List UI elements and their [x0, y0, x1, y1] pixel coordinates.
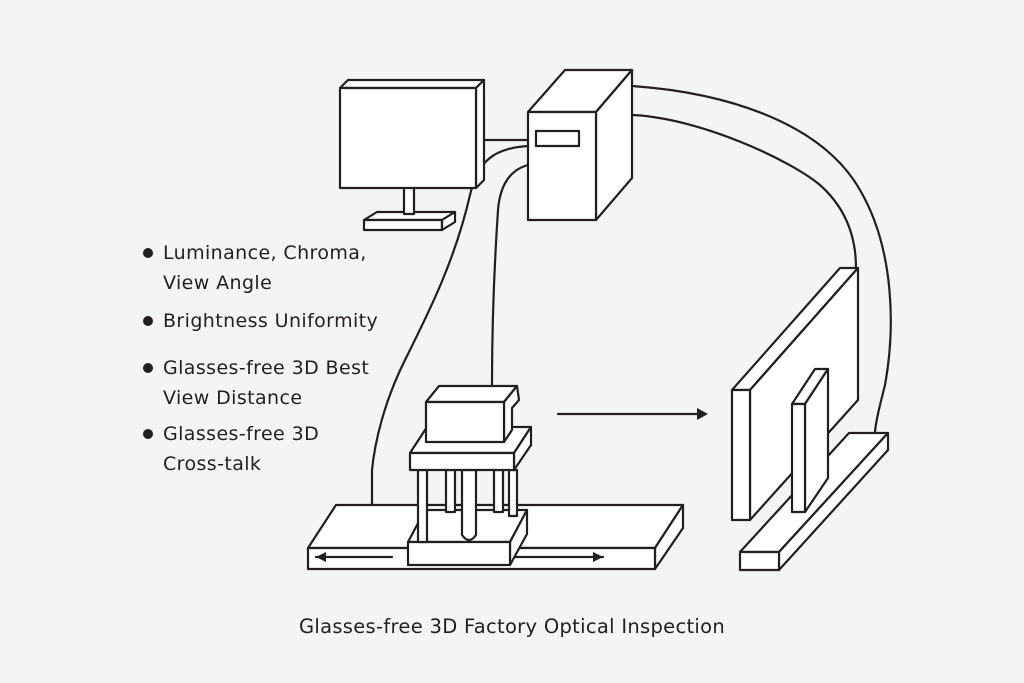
- computer-tower: [526, 68, 634, 222]
- feature-item: Luminance, Chroma, View Angle: [143, 238, 378, 298]
- feature-line: Cross-talk: [163, 453, 262, 475]
- feature-item: Brightness Uniformity: [143, 306, 378, 336]
- measurement-camera: [406, 384, 533, 567]
- feature-line: Glasses-free 3D Best: [163, 357, 370, 379]
- feature-line: Glasses-free 3D: [163, 423, 320, 445]
- diagram-caption: Glasses-free 3D Factory Optical Inspecti…: [298, 615, 726, 638]
- right-arrow-icon: [508, 552, 605, 562]
- feature-line: View Distance: [163, 387, 303, 409]
- feature-line: Brightness Uniformity: [163, 310, 379, 332]
- display-cable-outer: [630, 84, 892, 434]
- monitor: [338, 78, 486, 232]
- feature-line: Luminance, Chroma,: [163, 242, 367, 264]
- feature-list: Luminance, Chroma, View Angle Brightness…: [143, 238, 378, 479]
- left-arrow-icon: [314, 552, 394, 562]
- feature-line: View Angle: [163, 272, 273, 294]
- feature-item: Glasses-free 3D Cross-talk: [143, 419, 378, 479]
- camera-cable: [490, 163, 530, 387]
- display-cable-inner: [630, 113, 858, 270]
- feature-item: Glasses-free 3D Best View Distance: [143, 353, 378, 413]
- direction-arrow-icon: [556, 408, 708, 420]
- display-under-test: [730, 266, 890, 572]
